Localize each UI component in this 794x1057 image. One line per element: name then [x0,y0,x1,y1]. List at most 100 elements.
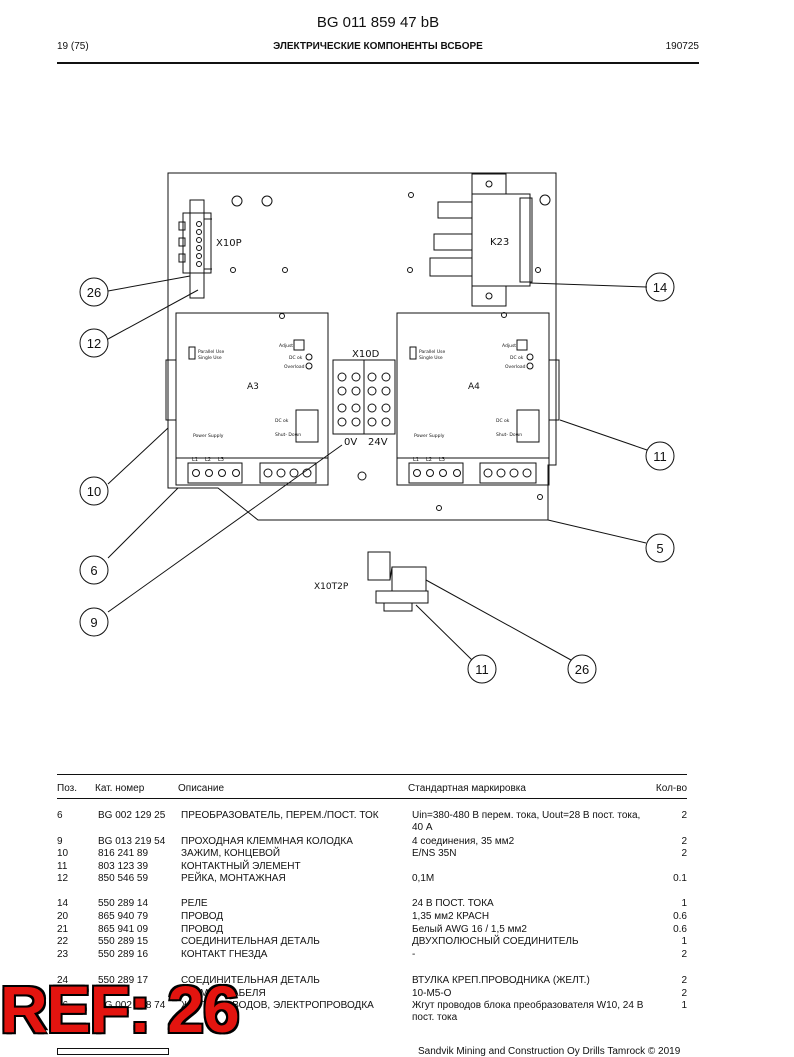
footer-logo [57,1048,169,1055]
row-cat: 550 289 17 [98,975,149,986]
a4-overload: Overload [505,364,526,370]
row-cat: 865 940 79 [98,911,149,922]
row-cat: 816 241 89 [98,848,149,859]
row-mark: 10-M5-O [412,988,452,999]
a3-overload: Overload [284,364,305,370]
header-qty: Кол-во [655,783,687,794]
callout-5: 5 [656,541,663,556]
header-desc: Описание [178,783,225,794]
row-cat: 850 546 59 [98,873,149,884]
row-desc: КОНТАКТНЫЙ ЭЛЕМЕНТ [181,861,301,872]
row-pos: 22 [57,936,69,947]
x10t2p-connector [367,551,429,612]
a4-power-supply-text: Power Supply [414,433,445,439]
row-qty: 1 [681,936,687,947]
row-desc: СОЕДИНИТЕЛЬНАЯ ДЕТАЛЬ [181,975,320,986]
callout-6: 6 [90,563,97,578]
a3-l2: L2 [205,457,211,463]
table-row: 6 BG 002 129 25 ПРЕОБРАЗОВАТЕЛЬ, ПЕРЕМ./ПО… [57,810,687,833]
table-top-rule [57,774,687,775]
row-pos: 14 [57,898,69,909]
document-date: 190725 [665,41,699,52]
section-title: ЭЛЕКТРИЧЕСКИЕ КОМПОНЕНТЫ ВСБОРЕ [273,41,483,52]
header-mark: Стандартная маркировка [408,783,526,794]
a3-l3: L3 [218,457,224,463]
row-cat: BG 002 129 25 [98,810,166,821]
row-desc: ЗАЖИМ, КОНЦЕВОЙ [181,848,281,859]
a4-adjust: Adjust [502,343,516,349]
row-pos: 24 [57,975,69,986]
row-mark: Белый AWG 16 / 1,5 мм2 [412,924,527,935]
row-pos: 6 [57,810,63,821]
table-header-rule [57,798,687,799]
24v-label: 24V [368,437,388,448]
mounting-plate [167,172,557,521]
callout-14: 14 [653,280,667,295]
callout-11-bottom: 11 [475,662,489,677]
row-qty: 1 [681,898,687,909]
row-pos: 11 [57,861,68,872]
header-pos: Поз. [57,783,77,794]
a4-l2: L2 [426,457,432,463]
row-mark: 4 соединения, 35 мм2 [412,836,515,847]
row-pos: 9 [57,836,63,847]
a3-power-supply-text: Power Supply [193,433,224,439]
row-qty: 2 [681,836,687,847]
header-cat: Кат. номер [95,783,145,794]
row-qty: 0.1 [673,873,687,884]
k23-relay [429,173,533,307]
row-cat: 803 123 39 [98,861,149,872]
callout-9: 9 [90,615,97,630]
a4-dc-ok-side: DC ok [496,418,510,424]
x10p-label: X10P [216,238,242,249]
row-desc: ПРОХОДНАЯ КЛЕММНАЯ КОЛОДКА [181,836,353,847]
a4-single-use: Single Use [419,355,443,361]
ref-stamp: REF: 26 [0,972,240,1046]
row-pos: 26 [57,1000,69,1011]
row-desc: РЕЙКА, МОНТАЖНАЯ [181,873,286,884]
row-desc: ПРОВОД [181,924,224,935]
a3-adjust: Adjust [279,343,293,349]
row-qty: 2 [681,975,687,986]
a4-l1: L1 [413,457,419,463]
document-title: BG 011 859 47 bB [316,14,440,31]
callout-12: 12 [87,336,101,351]
row-pos: 20 [57,911,69,922]
row-desc: ПРЕОБРАЗОВАТЕЛЬ, ПЕРЕМ./ПОСТ. ТОК [181,810,379,821]
row-pos: 12 [57,873,69,884]
row-cat: 865 941 09 [98,924,149,935]
row-mark: - [412,949,416,960]
row-qty: 2 [681,949,687,960]
a3-shutdown: Shut- Down [275,432,301,438]
a3-parallel-use: Parallel Use [198,349,224,355]
row-pos: 25 [57,988,69,999]
row-mark: Жгут проводов блока преобразователя W10,… [412,1000,644,1023]
footer-copyright: Sandvik Mining and Construction Oy Drill… [418,1046,681,1057]
row-cat: 550 289 16 [98,949,149,960]
a4-dc-ok: DC ok [510,355,524,361]
a4-shutdown: Shut- Down [496,432,522,438]
row-mark: ДВУХПОЛЮСНЫЙ СОЕДИНИТЕЛЬ [412,936,579,947]
callout-26-top: 26 [87,285,101,300]
row-cat: 550 289 15 [98,936,149,947]
row-cat: 550 289 14 [98,898,149,909]
a4-parallel-use: Parallel Use [419,349,445,355]
callout-26-bottom: 26 [575,662,589,677]
row-desc: СОЕДИНИТЕЛЬНАЯ ДЕТАЛЬ [181,936,320,947]
row-qty: 0.6 [673,924,687,935]
row-qty: 2 [681,988,687,999]
a3-single-use: Single Use [198,355,222,361]
row-cat: BG 002 388 74 [98,1000,166,1011]
callout-11-right: 11 [653,449,667,464]
row-mark: 24 В ПОСТ. ТОКА [412,898,494,909]
